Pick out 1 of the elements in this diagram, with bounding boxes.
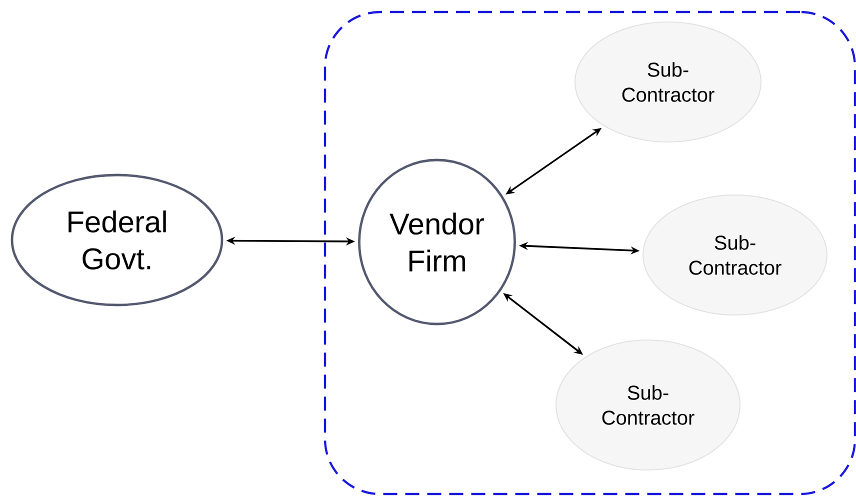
dashed-boundary: [324, 10, 856, 496]
